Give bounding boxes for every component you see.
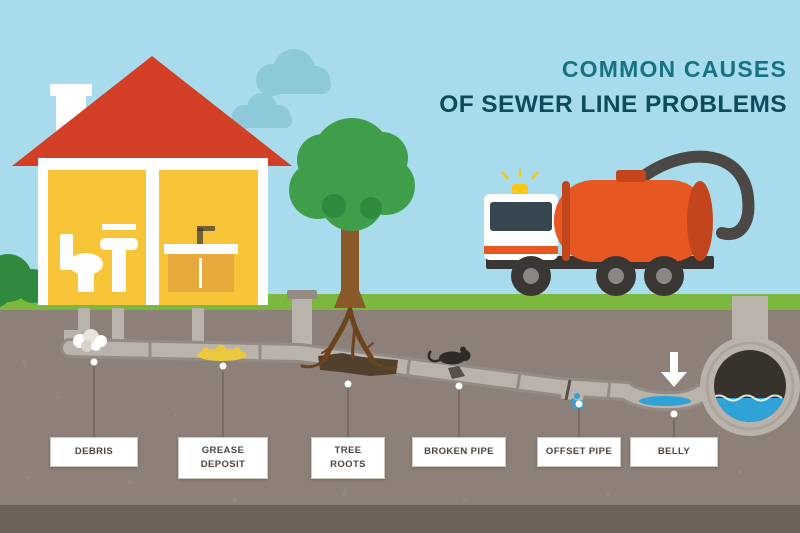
label-broken-pipe: BROKEN PIPE xyxy=(412,437,506,467)
suction-hose xyxy=(638,150,755,241)
roof xyxy=(12,56,292,166)
label-tree-roots: TREE ROOTS xyxy=(311,437,385,479)
title-line1: COMMON CAUSES xyxy=(561,56,787,82)
rat-icon xyxy=(427,346,471,365)
cab-window xyxy=(490,202,552,231)
leader-lines xyxy=(93,362,675,437)
toilet-icon xyxy=(60,234,103,292)
grease-deposit-illustration xyxy=(197,345,247,361)
tree-foliage xyxy=(289,118,415,231)
chimney-cap xyxy=(50,84,92,96)
wheels xyxy=(511,256,684,296)
soil-specks xyxy=(22,359,742,502)
tree-roots-illustration xyxy=(300,307,398,376)
beacon-light-icon xyxy=(501,169,539,194)
label-offset-pipe: OFFSET PIPE xyxy=(537,437,621,467)
leader-dots xyxy=(90,358,678,418)
tank xyxy=(554,170,713,262)
debris-illustration xyxy=(73,329,107,352)
title-line2: OF SEWER LINE PROBLEMS xyxy=(439,91,787,118)
cleanout-pipe xyxy=(287,290,317,354)
down-arrow-icon xyxy=(661,352,687,387)
cab-stripe xyxy=(484,246,558,254)
subsoil xyxy=(0,505,800,533)
sewer-main-cross-section-icon xyxy=(700,336,800,436)
cloud-icon xyxy=(256,49,331,96)
bathroom-sink-icon xyxy=(100,224,138,292)
label-grease-deposit: GREASE DEPOSIT xyxy=(178,437,268,479)
wall-divider xyxy=(146,170,159,305)
cloud-icon xyxy=(232,93,292,129)
belly-water xyxy=(639,396,691,406)
pipe-joints xyxy=(148,340,612,401)
house-with-plumbing-icon xyxy=(12,56,292,305)
page-title: COMMON CAUSES OF SEWER LINE PROBLEMS xyxy=(439,56,787,119)
label-debris: DEBRIS xyxy=(50,437,138,467)
label-belly: BELLY xyxy=(630,437,718,467)
vacuum-tanker-truck-icon xyxy=(484,150,755,296)
kitchen-sink-icon xyxy=(164,226,238,292)
pipe-crack xyxy=(448,366,465,379)
tree-with-roots-icon xyxy=(289,118,415,308)
offset-pipe-illustration xyxy=(560,379,585,409)
